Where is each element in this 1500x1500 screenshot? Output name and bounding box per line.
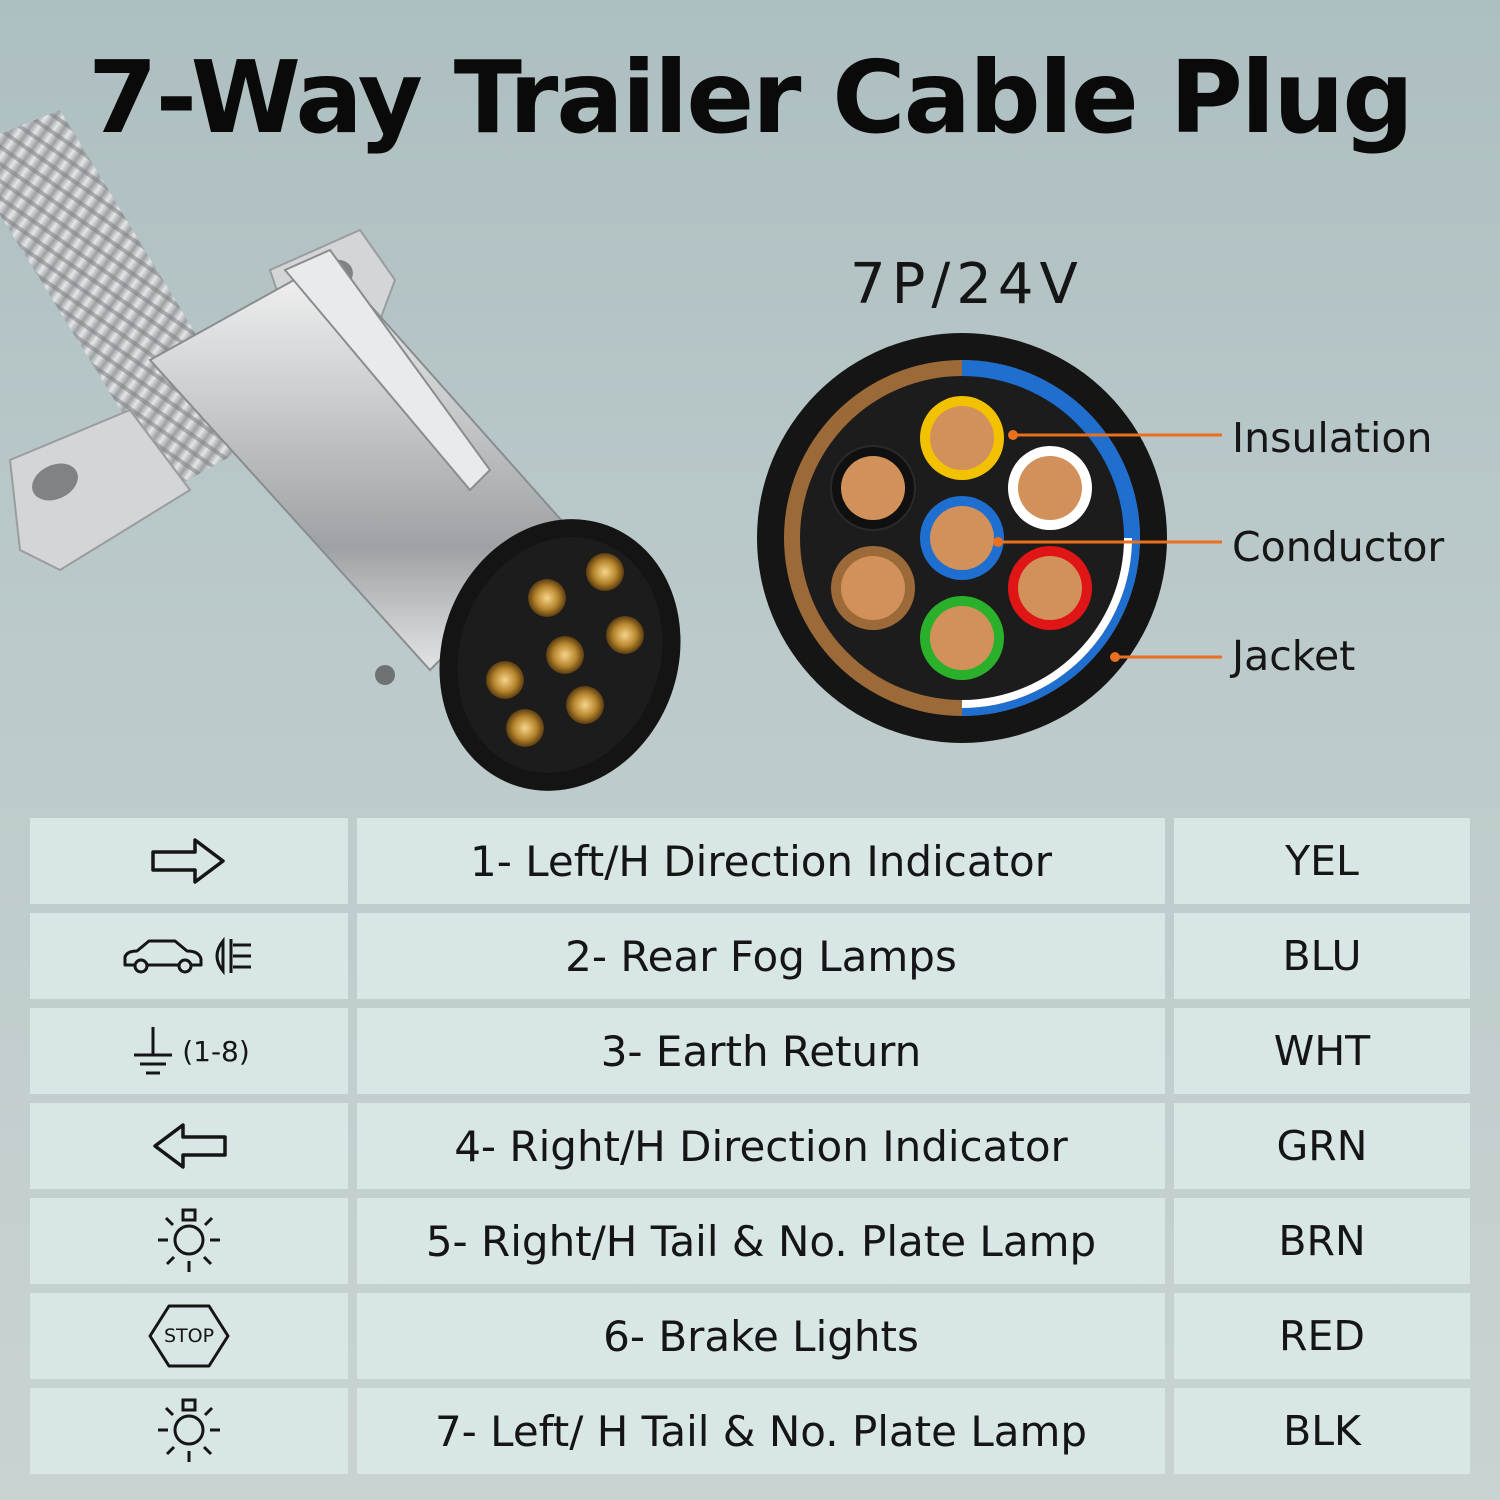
lamp-icon xyxy=(158,1398,220,1462)
icon-cell: STOP xyxy=(30,1293,348,1379)
cable-cross-section xyxy=(757,333,1222,743)
function-cell: 5- Right/H Tail & No. Plate Lamp xyxy=(357,1198,1165,1284)
function-cell: 2- Rear Fog Lamps xyxy=(357,913,1165,999)
wire-color-cell: WHT xyxy=(1174,1008,1470,1094)
icon-cell xyxy=(30,1388,348,1474)
arrow-left-icon xyxy=(153,1123,227,1169)
wire-red xyxy=(1008,546,1092,630)
table-row: STOP 6- Brake Lights RED xyxy=(30,1293,1470,1379)
table-row: 1- Left/H Direction Indicator YEL xyxy=(30,818,1470,904)
wire-brown xyxy=(831,546,915,630)
table-row: (1-8) 3- Earth Return WHT xyxy=(30,1008,1470,1094)
icon-cell xyxy=(30,1198,348,1284)
pinout-table: 1- Left/H Direction Indicator YEL 2- Rea… xyxy=(30,818,1470,1483)
wire-black xyxy=(830,445,916,531)
wire-color-cell: BLK xyxy=(1174,1388,1470,1474)
wire-color-cell: YEL xyxy=(1174,818,1470,904)
wire-color-cell: RED xyxy=(1174,1293,1470,1379)
ground-icon xyxy=(134,1027,173,1075)
table-row: 7- Left/ H Tail & No. Plate Lamp BLK xyxy=(30,1388,1470,1474)
wire-green xyxy=(920,596,1004,680)
icon-cell xyxy=(30,913,348,999)
icon-cell: (1-8) xyxy=(30,1008,348,1094)
callout-insulation: Insulation xyxy=(1232,414,1433,462)
function-cell: 6- Brake Lights xyxy=(357,1293,1165,1379)
function-cell: 4- Right/H Direction Indicator xyxy=(357,1103,1165,1189)
wire-white xyxy=(1008,446,1092,530)
ground-icon-label: (1-8) xyxy=(182,1034,250,1068)
icon-cell xyxy=(30,818,348,904)
fog-lamp-icon xyxy=(123,936,251,976)
cable-spec: 7P/24V xyxy=(850,252,1084,317)
wire-color-cell: GRN xyxy=(1174,1103,1470,1189)
table-row: 4- Right/H Direction Indicator GRN xyxy=(30,1103,1470,1189)
callout-jacket: Jacket xyxy=(1232,632,1356,680)
page-title: 7-Way Trailer Cable Plug xyxy=(88,39,1414,156)
wire-color-cell: BLU xyxy=(1174,913,1470,999)
function-cell: 3- Earth Return xyxy=(357,1008,1165,1094)
stop-sign-label: STOP xyxy=(163,1325,215,1347)
wire-blue xyxy=(920,496,1004,580)
wire-yellow xyxy=(920,396,1004,480)
callout-conductor: Conductor xyxy=(1232,523,1445,571)
wire-color-cell: BRN xyxy=(1174,1198,1470,1284)
function-cell: 7- Left/ H Tail & No. Plate Lamp xyxy=(357,1388,1165,1474)
stop-sign-icon: STOP xyxy=(147,1303,231,1369)
function-cell: 1- Left/H Direction Indicator xyxy=(357,818,1165,904)
icon-cell xyxy=(30,1103,348,1189)
plug-image xyxy=(0,110,681,791)
table-row: 5- Right/H Tail & No. Plate Lamp BRN xyxy=(30,1198,1470,1284)
table-row: 2- Rear Fog Lamps BLU xyxy=(30,913,1470,999)
arrow-right-icon xyxy=(151,838,225,884)
lamp-icon xyxy=(158,1208,220,1272)
